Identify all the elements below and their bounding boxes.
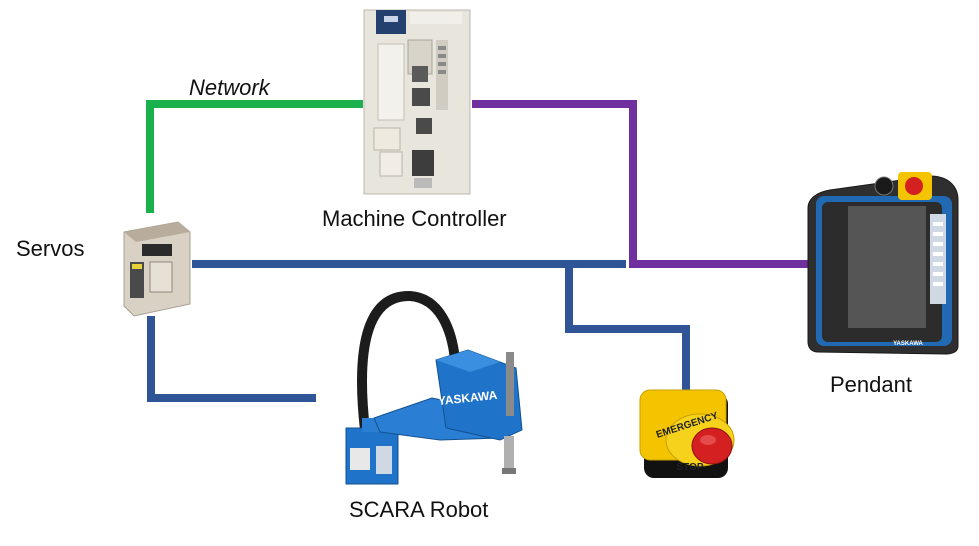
robot-link-line [147,316,316,402]
machine-controller-label: Machine Controller [322,206,507,231]
scara-robot-device: YASKAWA [345,290,523,485]
emergency-stop-device: EMERGENCY STOP [639,389,735,478]
servo-drive-device [123,221,191,317]
pendant-link-line [472,100,808,268]
scara-brand-text: YASKAWA [437,388,498,408]
machine-controller-device [363,9,471,195]
scara-robot-label: SCARA Robot [349,497,489,522]
estop-link-line [565,264,690,398]
pendant-label: Pendant [830,372,912,397]
pendant-device: YASKAWA [807,172,959,355]
network-link-line [146,100,363,213]
estop-ring-text-bottom: STOP [676,462,703,473]
servos-label: Servos [16,236,85,261]
network-label: Network [189,75,270,100]
pendant-brand-text: YASKAWA [893,341,923,347]
